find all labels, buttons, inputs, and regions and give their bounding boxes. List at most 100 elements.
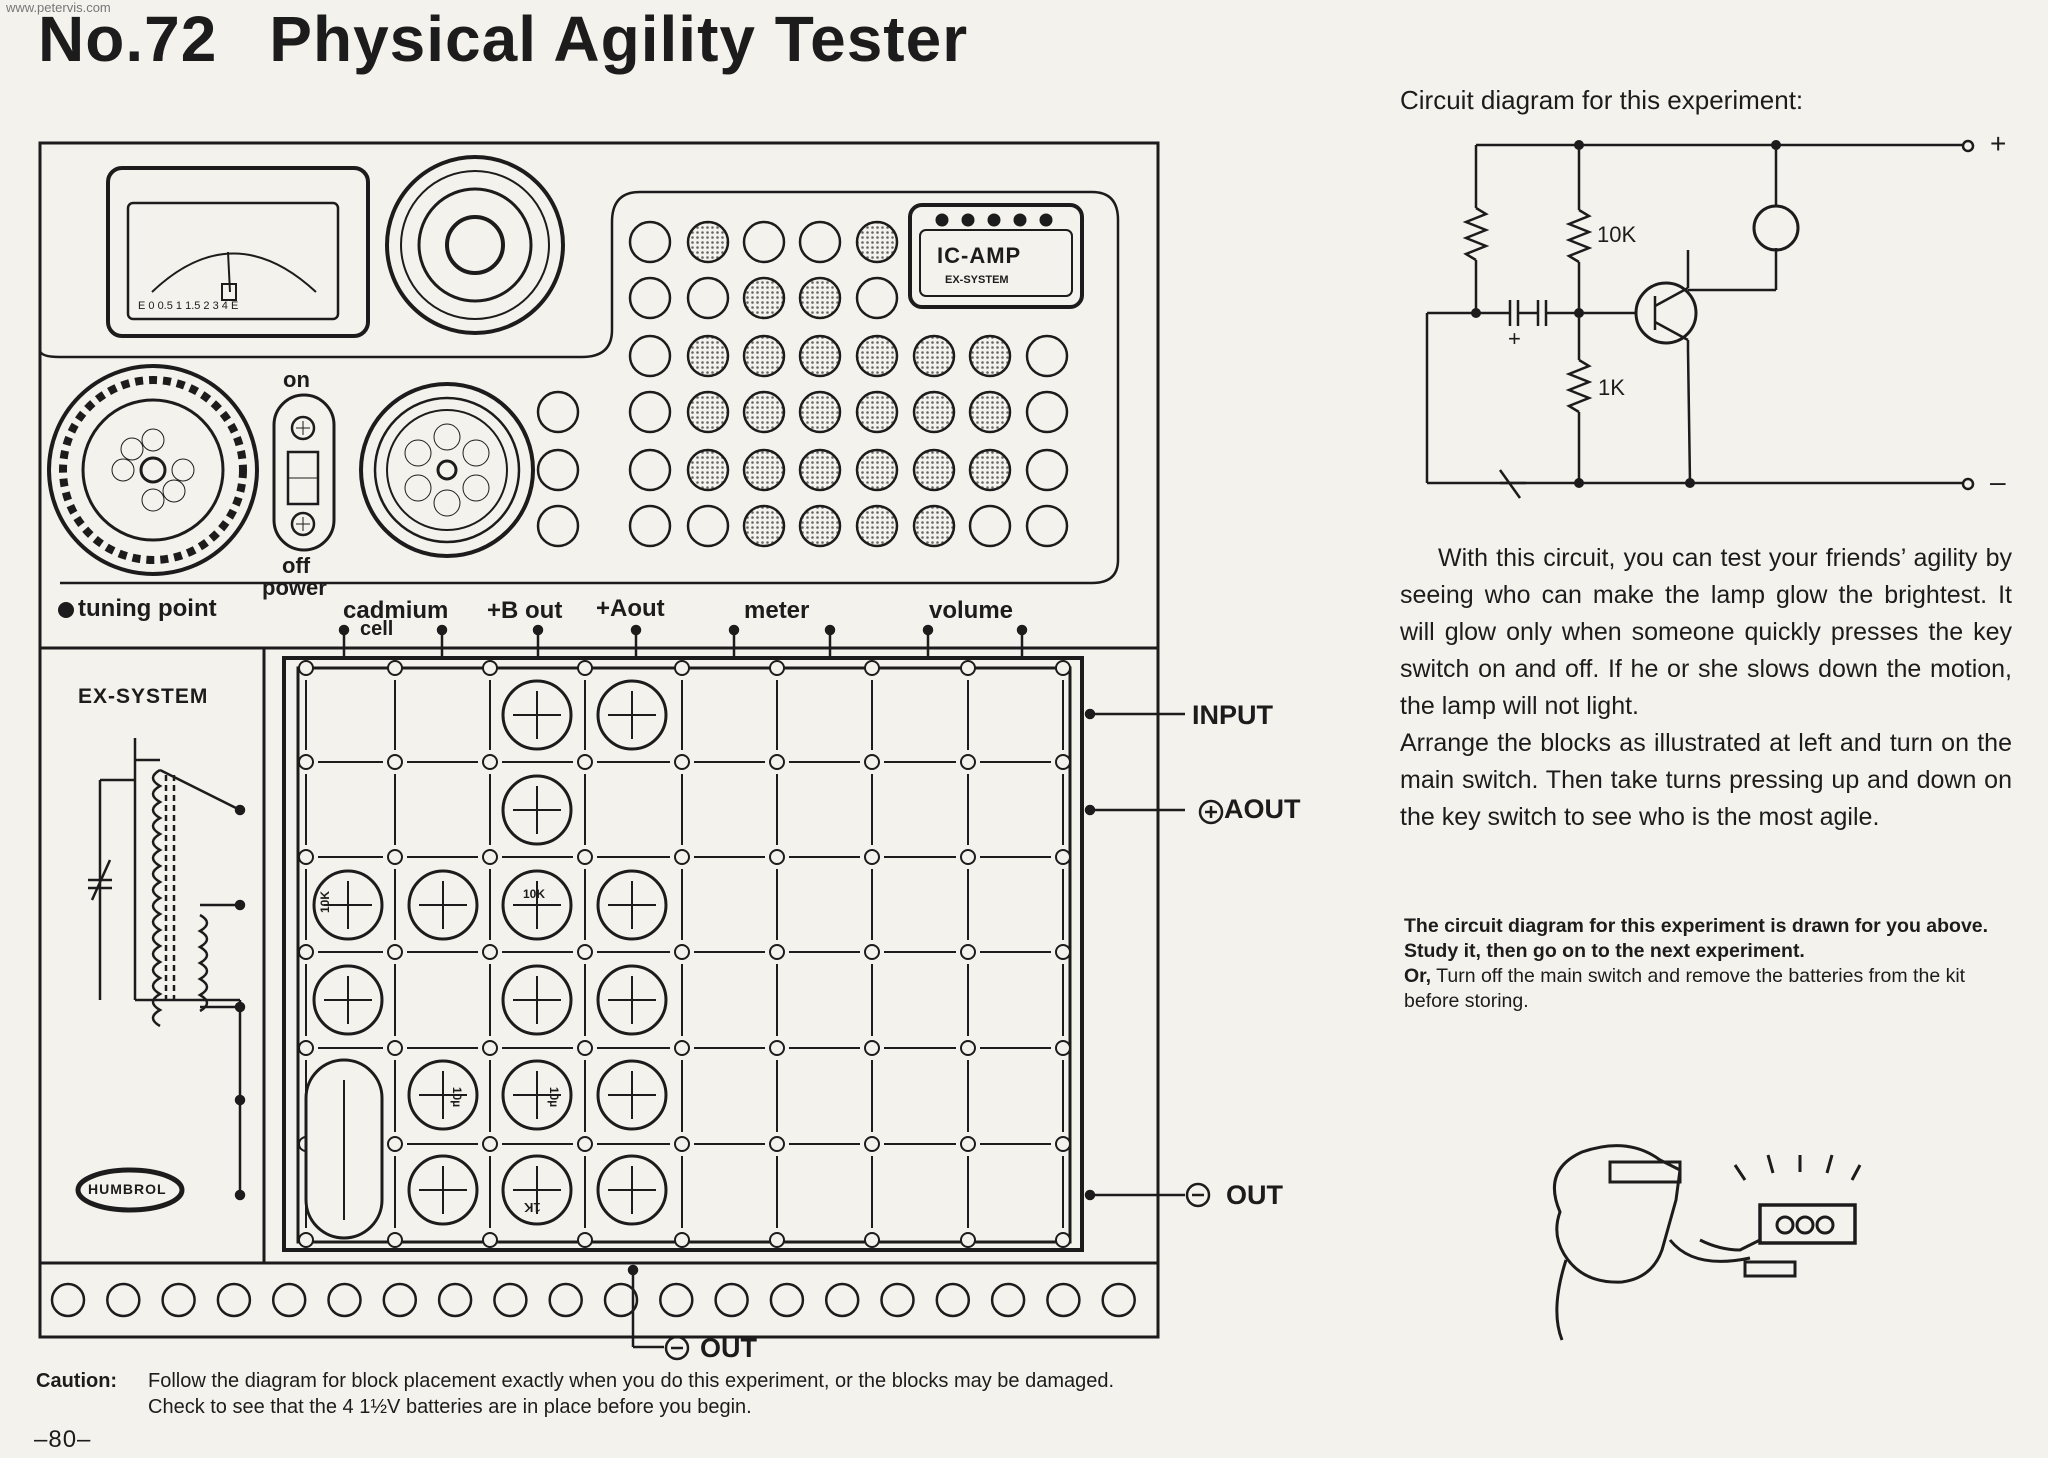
socket-hole: [798, 220, 842, 264]
grid-node: [387, 1040, 403, 1056]
terminal-bout: +B out: [487, 597, 563, 624]
socket-hole: [686, 220, 730, 264]
bottom-socket: [382, 1282, 418, 1318]
meter-scale: E 0 0.5 1 1.5 2 3 4 E: [138, 300, 239, 312]
grid-node: [577, 754, 593, 770]
bottom-socket: [1101, 1282, 1136, 1318]
socket-hole: [628, 504, 672, 548]
note-2: Or, Turn off the main switch and remove …: [1404, 964, 2014, 1014]
note-1: The circuit diagram for this experiment …: [1404, 915, 1989, 962]
grid-node: [674, 1040, 690, 1056]
socket-hole: [1025, 390, 1069, 434]
socket-hole: [855, 220, 899, 264]
grid-node: [864, 754, 880, 770]
terminal-leads: [338, 624, 1028, 660]
grid-node: [1055, 754, 1071, 770]
note-2-text: Turn off the main switch and remove the …: [1404, 965, 1966, 1012]
experiment-title: Physical Agility Tester: [269, 3, 969, 75]
grid-node: [298, 849, 314, 865]
circuit-r2-label: 1K: [1598, 375, 1625, 400]
meter: [106, 166, 370, 338]
grid-node: [1055, 944, 1071, 960]
speaker: [385, 155, 565, 335]
grid-node: [864, 1136, 880, 1152]
grid-node: [674, 1136, 690, 1152]
socket-hole: [912, 334, 956, 378]
bottom-socket: [1046, 1282, 1081, 1318]
coil-assembly: [88, 738, 246, 1201]
grid-node: [298, 660, 314, 676]
socket-hole: [1025, 448, 1069, 492]
socket-hole: [536, 504, 580, 548]
volume-knob: [359, 382, 535, 558]
terminal-volume: volume: [929, 597, 1014, 624]
grid-node: [1055, 1232, 1071, 1248]
socket-hole: [742, 276, 786, 320]
out-label: OUT: [1226, 1180, 1283, 1210]
tuning-point-dot: [58, 601, 74, 618]
socket-hole: [798, 334, 842, 378]
paragraph-2: Arrange the blocks as illustrated at lef…: [1400, 729, 2012, 831]
out-bottom-label: OUT: [700, 1333, 757, 1363]
site-watermark: www.petervis.com: [6, 0, 111, 15]
grid-node: [769, 1040, 785, 1056]
socket-hole: [1025, 504, 1069, 548]
socket-hole: [855, 276, 899, 320]
circuit-plus: +: [1990, 128, 2007, 159]
socket-hole: [742, 504, 786, 548]
grid-node: [769, 849, 785, 865]
socket-hole: [798, 448, 842, 492]
socket-hole: [536, 448, 580, 492]
ic-amp-chip: [908, 203, 1084, 309]
terminal-meter: meter: [744, 597, 810, 624]
bottom-socket: [935, 1282, 971, 1318]
grid-node: [387, 849, 403, 865]
grid-node: [577, 1136, 593, 1152]
grid-node: [674, 849, 690, 865]
caution-text: Follow the diagram for block placement e…: [148, 1370, 1115, 1418]
instructions: With this circuit, you can test your fri…: [1400, 540, 2012, 836]
socket-hole: [628, 448, 672, 492]
tuning-point-label: tuning point: [58, 595, 217, 623]
grid-node: [482, 1232, 498, 1248]
grid-node: [298, 944, 314, 960]
grid-node: [482, 944, 498, 960]
socket-hole: [742, 220, 786, 264]
socket-hole: [968, 448, 1012, 492]
tuning-dial: [47, 364, 259, 576]
grid-node: [298, 1232, 314, 1248]
socket-hole: [912, 504, 956, 548]
socket-hole: [912, 448, 956, 492]
page-number: –80–: [34, 1426, 92, 1453]
bottom-socket: [990, 1282, 1026, 1318]
bottom-socket: [548, 1282, 583, 1318]
power-label: power: [262, 575, 327, 600]
bottom-socket: [769, 1282, 805, 1318]
capacitor-polarity: +: [1508, 326, 1521, 351]
switch-off-label: off: [282, 553, 311, 578]
socket-hole: [686, 334, 730, 378]
paragraph-1: With this circuit, you can test your fri…: [1400, 544, 2012, 720]
note-2-or: Or,: [1404, 965, 1432, 987]
socket-hole: [968, 334, 1012, 378]
block-1k-label: 1K: [524, 1200, 541, 1215]
grid-node: [1055, 1136, 1071, 1152]
brand-logo-text: HUMBROL: [88, 1181, 167, 1197]
caution-label: Caution:: [36, 1370, 118, 1392]
grid-node: [387, 660, 403, 676]
grid-node: [674, 660, 690, 676]
grid-node: [674, 944, 690, 960]
socket-hole: [798, 276, 842, 320]
grid-node: [577, 944, 593, 960]
grid-node: [960, 1136, 976, 1152]
circuit-junctions: [1471, 140, 1781, 488]
output-leads: [627, 708, 1224, 1361]
circuit-r1-label: 10K: [1597, 222, 1637, 247]
bottom-socket: [714, 1282, 749, 1318]
tuning-point-text: tuning point: [78, 595, 217, 622]
ex-system-label: EX-SYSTEM: [78, 685, 209, 708]
block-10u-label-b: 10µ: [547, 1086, 562, 1108]
bottom-socket: [271, 1282, 307, 1318]
